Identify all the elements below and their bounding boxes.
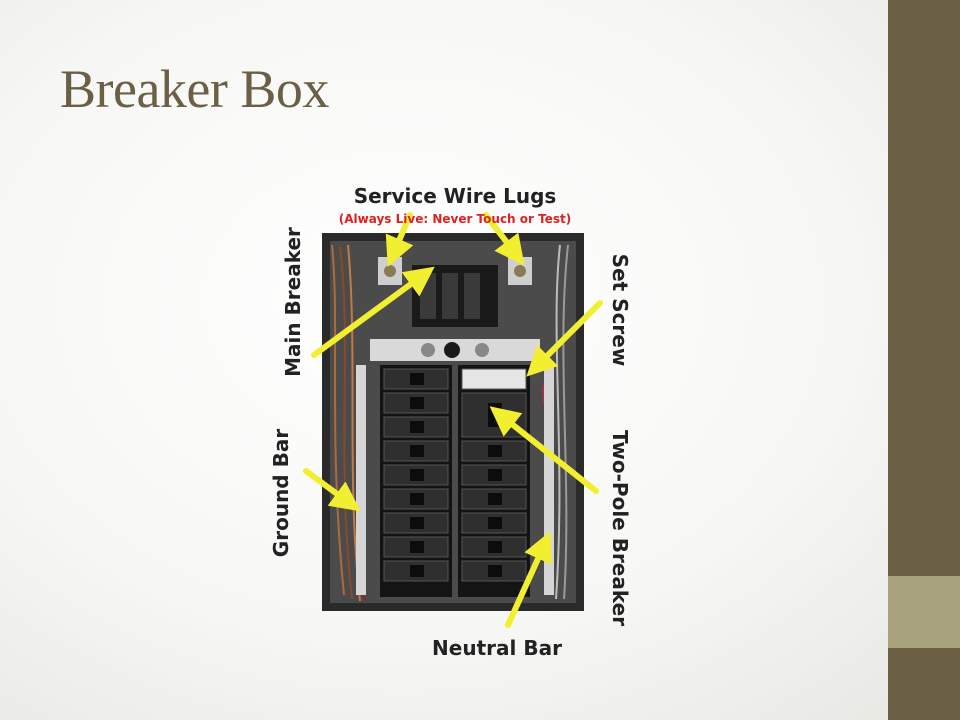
label-warning: (Always Live: Never Touch or Test) xyxy=(339,212,571,226)
wiring xyxy=(331,244,569,602)
arrow-ground-bar xyxy=(303,468,361,512)
arrow-service-lug-left xyxy=(385,212,414,267)
arrow-set-screw xyxy=(526,300,603,377)
label-set-screw: Set Screw xyxy=(608,254,632,367)
arrow-two-pole-breaker xyxy=(489,406,599,494)
breaker-box-figure: Service Wire Lugs (Always Live: Never To… xyxy=(260,175,640,665)
ground-bar xyxy=(356,365,366,595)
label-two-pole-breaker: Two-Pole Breaker xyxy=(608,430,632,626)
side-decor-accent xyxy=(888,576,960,648)
arrow-neutral-bar xyxy=(505,531,552,628)
label-service-wire-lugs: Service Wire Lugs xyxy=(354,184,557,208)
arrow-service-lug-right xyxy=(483,212,525,266)
label-main-breaker: Main Breaker xyxy=(281,227,305,377)
arrow-main-breaker xyxy=(311,266,435,358)
slide-title: Breaker Box xyxy=(60,59,329,119)
breaker-column-right xyxy=(458,365,530,597)
label-neutral-bar: Neutral Bar xyxy=(432,636,562,660)
label-ground-bar: Ground Bar xyxy=(269,429,293,558)
breaker-box-diagram: Service Wire Lugs (Always Live: Never To… xyxy=(269,184,632,660)
callout-arrows xyxy=(303,212,603,628)
breaker-column-left xyxy=(380,365,452,597)
neutral-bar xyxy=(544,365,554,595)
